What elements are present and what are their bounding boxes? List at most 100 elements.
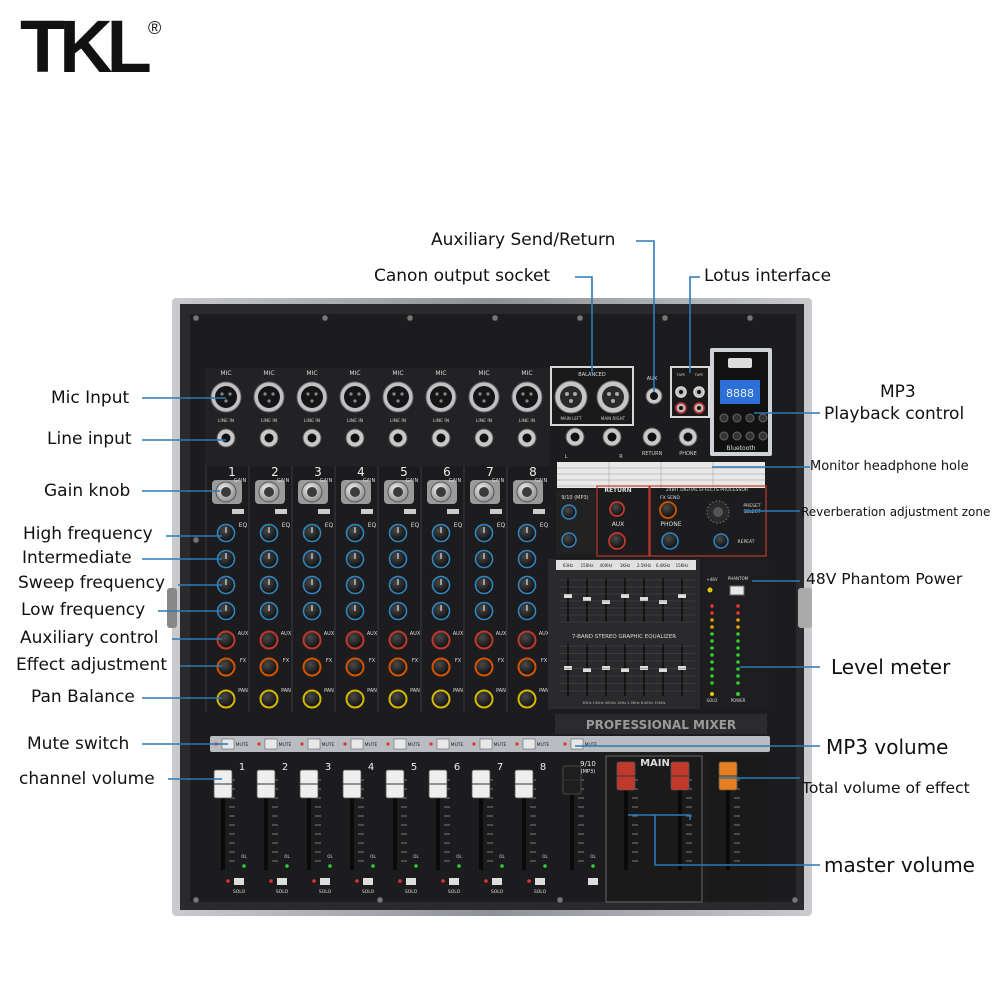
fx-knob [302,657,322,677]
gain-label: GAIN [363,478,376,484]
solo-label: SOLO [491,889,504,895]
meter-led-left [710,639,714,643]
main-left-label: MAIN LEFT [560,416,582,421]
xlr-pin [443,392,447,396]
mic-label: MIC [306,370,317,377]
fader-slot [307,770,311,870]
registered-mark: ® [148,18,161,38]
ol-label: OL [241,854,247,859]
mute-button [350,738,364,750]
preset-label: PRESET [743,503,760,509]
pan-label: PAN [496,688,506,694]
geq-slider-top [602,600,610,604]
line-in-label: LINE IN [304,418,320,424]
screw [746,314,754,322]
gain-knob-cap [436,487,446,497]
power-led [736,692,740,696]
fader-channel-number: 4 [368,762,374,773]
geq-slider-top [621,594,629,598]
signal-led [543,864,547,868]
aux-knob [302,630,322,650]
aux-label: AUX [281,631,292,637]
prof-mixer-label: PROFESSIONAL MIXER [586,718,736,732]
mic-label: MIC [521,370,532,377]
pad-switch [490,509,502,514]
aux-label: AUX [496,631,507,637]
solo-label: SOLO [405,889,418,895]
jack-hole [607,432,617,442]
fader-slot [726,770,730,870]
mp3-button [719,413,729,423]
fader-slot [624,770,628,870]
ol-label: OL [499,854,505,859]
preset-label: SELECT [744,509,761,515]
solo-label: SOLO [362,889,375,895]
line-in-label: LINE IN [347,418,363,424]
callout-mute-switch: Mute switch [27,734,130,754]
mp3-lcd [720,380,760,404]
screw [192,314,200,322]
bluetooth-label: Bluetooth [726,445,755,452]
eq-label: EQ [540,522,549,529]
mute-led [300,742,304,746]
gain-label: GAIN [492,478,505,484]
geq-band-label: 6.4KHz [656,563,670,568]
fx-send-label: FX SEND [660,495,680,501]
solo-button [234,878,244,885]
meter-led-right [736,618,740,622]
mute-button [570,738,584,750]
mute-label: MUTE [408,742,421,748]
line-jack-hole [350,433,360,443]
pan-label: PAN [324,688,334,694]
eq-label: EQ [368,522,377,529]
meter-led-right [736,604,740,608]
main-right-label: MAIN RIGHT [601,416,626,421]
eq-label: EQ [497,522,506,529]
pad-switch [275,509,287,514]
return-aux-knob [608,532,626,550]
fader-channel-number: 7 [497,762,503,773]
eq-label: EQ [282,522,291,529]
gain-knob-cap [307,487,317,497]
pan-knob [388,689,408,709]
mic-label: MIC [349,370,360,377]
solo-button [320,878,330,885]
solo-led [484,879,488,883]
meter-led-left [710,667,714,671]
fx-knob [517,657,537,677]
meter-led-right [736,674,740,678]
meter-led-left [710,674,714,678]
mute-button [393,738,407,750]
geq-slider-top [678,594,686,598]
meter-led-left [710,660,714,664]
jack-hole [683,432,693,442]
fx-label: FX [455,658,462,664]
fx-label: FX [412,658,419,664]
mute-button [436,738,450,750]
callout-mp3-playback: Playback control [824,404,965,424]
pan-label: PAN [539,688,549,694]
callout-high-frequency: High frequency [23,524,153,544]
mute-led [257,742,261,746]
meter-led-right [736,611,740,615]
fader-slot [570,770,574,870]
line-jack-hole [436,433,446,443]
meter-led-right [736,660,740,664]
meter-led-left [710,653,714,657]
solo-button [535,878,545,885]
signal-led [414,864,418,868]
xlr-pin [314,392,318,396]
aux-knob [474,630,494,650]
channel-number: 6 [443,465,451,479]
jack-label: L [565,454,568,460]
mic-label: MIC [435,370,446,377]
fx-label: FX [498,658,505,664]
pad-switch [447,509,459,514]
xlr-pin [353,399,357,403]
meter-led-right [736,653,740,657]
mute-button [264,738,278,750]
tape-label: TAPE [694,373,704,377]
geq-slider-bottom [564,666,572,670]
fx-knob [345,657,365,677]
gain-knob-cap [350,487,360,497]
